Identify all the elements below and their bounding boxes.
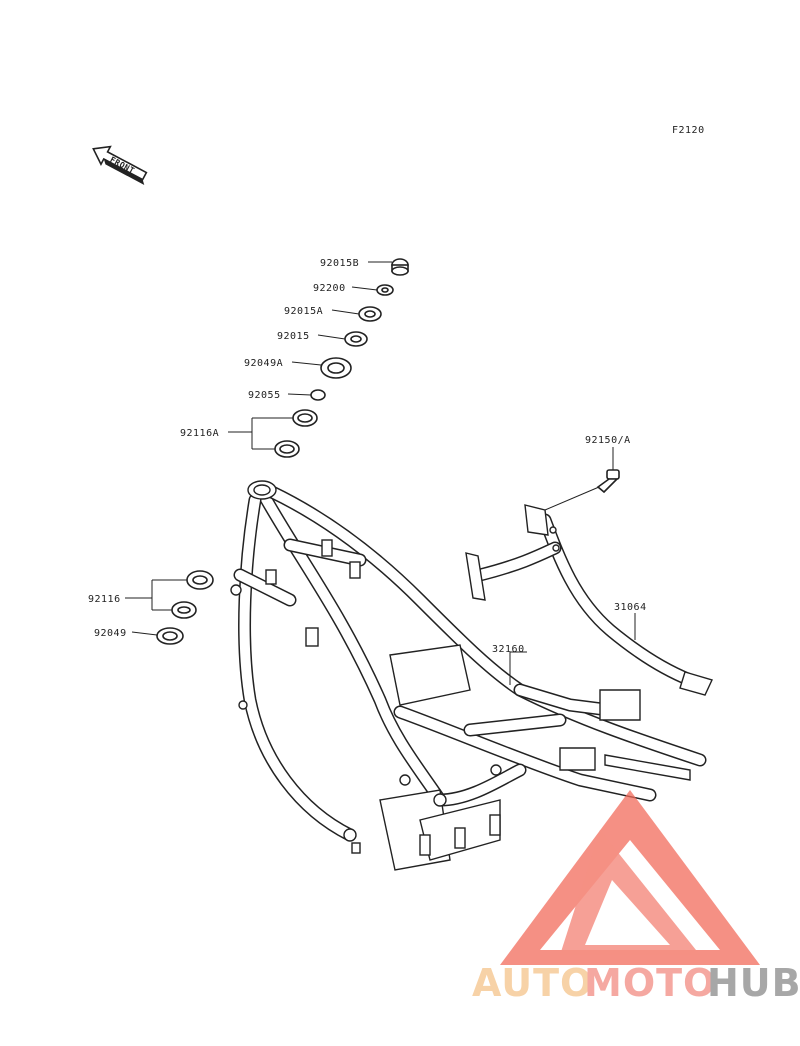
part-92116A xyxy=(274,409,318,458)
part-92015A xyxy=(358,306,382,322)
callout-32160: 32160 xyxy=(492,644,525,655)
callout-92049A: 92049A xyxy=(244,358,283,369)
rear-subframe-31064 xyxy=(465,504,713,696)
callout-92200: 92200 xyxy=(313,283,346,294)
watermark-logo: AUTO MOTO HUB xyxy=(472,790,800,1005)
leader-lines xyxy=(125,261,636,685)
part-92116 xyxy=(171,570,214,619)
callout-92049: 92049 xyxy=(94,628,127,639)
watermark-text-moto: MOTO xyxy=(584,961,716,1005)
watermark-text-hub: HUB xyxy=(707,961,800,1005)
main-frame xyxy=(230,480,707,871)
callout-92116A: 92116A xyxy=(180,428,219,439)
callout-31064: 31064 xyxy=(614,602,647,613)
callout-92015B: 92015B xyxy=(320,258,359,269)
callout-92015A: 92015A xyxy=(284,306,323,317)
part-92150A-bolt xyxy=(596,469,620,494)
front-direction-arrow-icon: FRONT xyxy=(92,145,148,186)
callout-92015: 92015 xyxy=(277,331,310,342)
watermark-text-auto: AUTO xyxy=(472,961,593,1005)
part-92055 xyxy=(310,389,326,401)
part-92049 xyxy=(156,627,184,645)
triangle-logo-icon xyxy=(500,790,760,965)
callout-92150A: 92150/A xyxy=(585,435,631,446)
callout-92055: 92055 xyxy=(248,390,281,401)
part-92049A xyxy=(320,357,352,379)
callout-92116: 92116 xyxy=(88,594,121,605)
part-92200 xyxy=(376,284,394,296)
part-92015B xyxy=(391,258,409,276)
figure-code: F2120 xyxy=(672,125,705,136)
part-92015 xyxy=(344,331,368,347)
